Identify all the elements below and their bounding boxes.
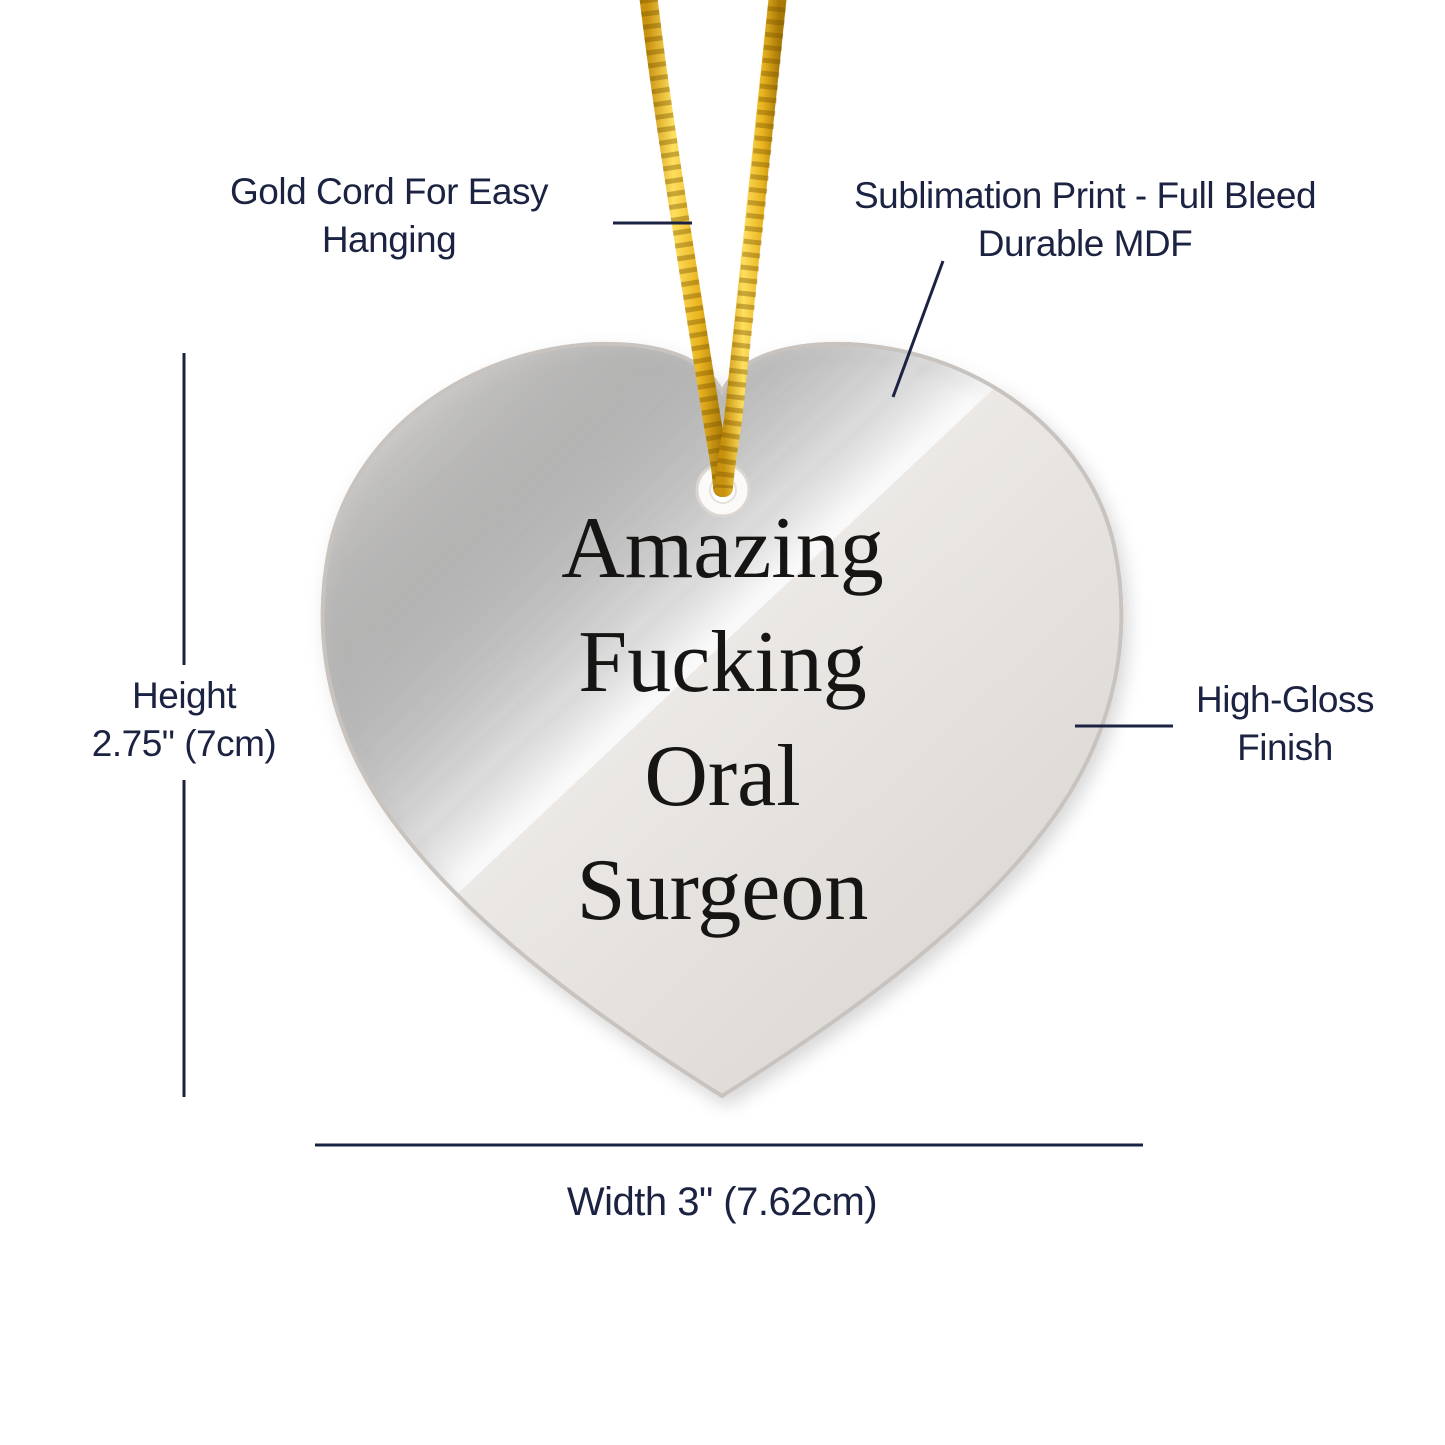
sublimation-label-line2: Durable MDF <box>977 223 1193 264</box>
high-gloss-label: High-Gloss Finish <box>1135 676 1435 772</box>
height-label-line2: 2.75" (7cm) <box>91 723 277 764</box>
high-gloss-label-line2: Finish <box>1237 727 1333 768</box>
engraving-line-1: Amazing <box>561 500 884 597</box>
gold-cord-label-line1: Gold Cord For Easy <box>230 171 548 212</box>
sublimation-label: Sublimation Print - Full Bleed Durable M… <box>835 172 1335 268</box>
width-label: Width 3" (7.62cm) <box>472 1178 972 1226</box>
sublimation-label-line1: Sublimation Print - Full Bleed <box>853 175 1317 216</box>
sublimation-callout-line <box>891 260 945 398</box>
gold-cord-right-strand <box>715 0 787 497</box>
engraving-line-2: Fucking <box>578 614 867 711</box>
height-label-line1: Height <box>132 675 236 716</box>
heart-ornament <box>320 341 1124 1099</box>
gold-cord-label-line2: Hanging <box>321 219 457 260</box>
engraving-line-3: Oral <box>644 728 801 825</box>
width-label-text: Width 3" (7.62cm) <box>566 1180 878 1224</box>
gold-cord <box>639 0 787 497</box>
ornament-engraving: Amazing Fucking Oral Surgeon <box>0 492 1445 948</box>
height-label: Height 2.75" (7cm) <box>34 672 334 768</box>
gold-cord-label: Gold Cord For Easy Hanging <box>179 168 599 264</box>
high-gloss-label-line1: High-Gloss <box>1196 679 1375 720</box>
gold-cord-left-strand-braid <box>639 0 731 489</box>
engraving-line-4: Surgeon <box>576 842 869 939</box>
